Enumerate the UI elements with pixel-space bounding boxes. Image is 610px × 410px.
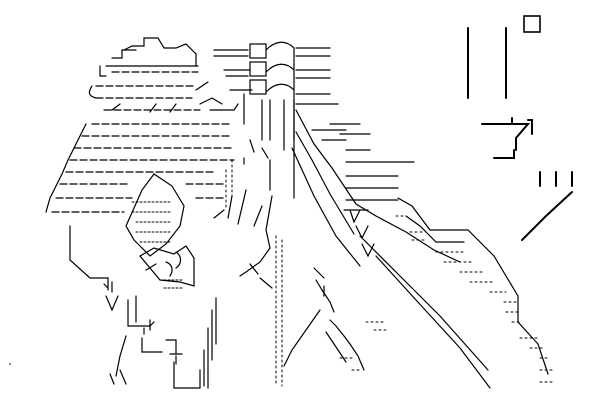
center-tower	[199, 41, 339, 389]
sound-effect-marks	[467, 15, 573, 241]
stray-dot	[9, 363, 11, 365]
lower-center-lines	[249, 263, 365, 371]
right-structure	[291, 109, 555, 389]
face-and-arm	[69, 173, 201, 389]
hair-mass	[45, 37, 239, 213]
